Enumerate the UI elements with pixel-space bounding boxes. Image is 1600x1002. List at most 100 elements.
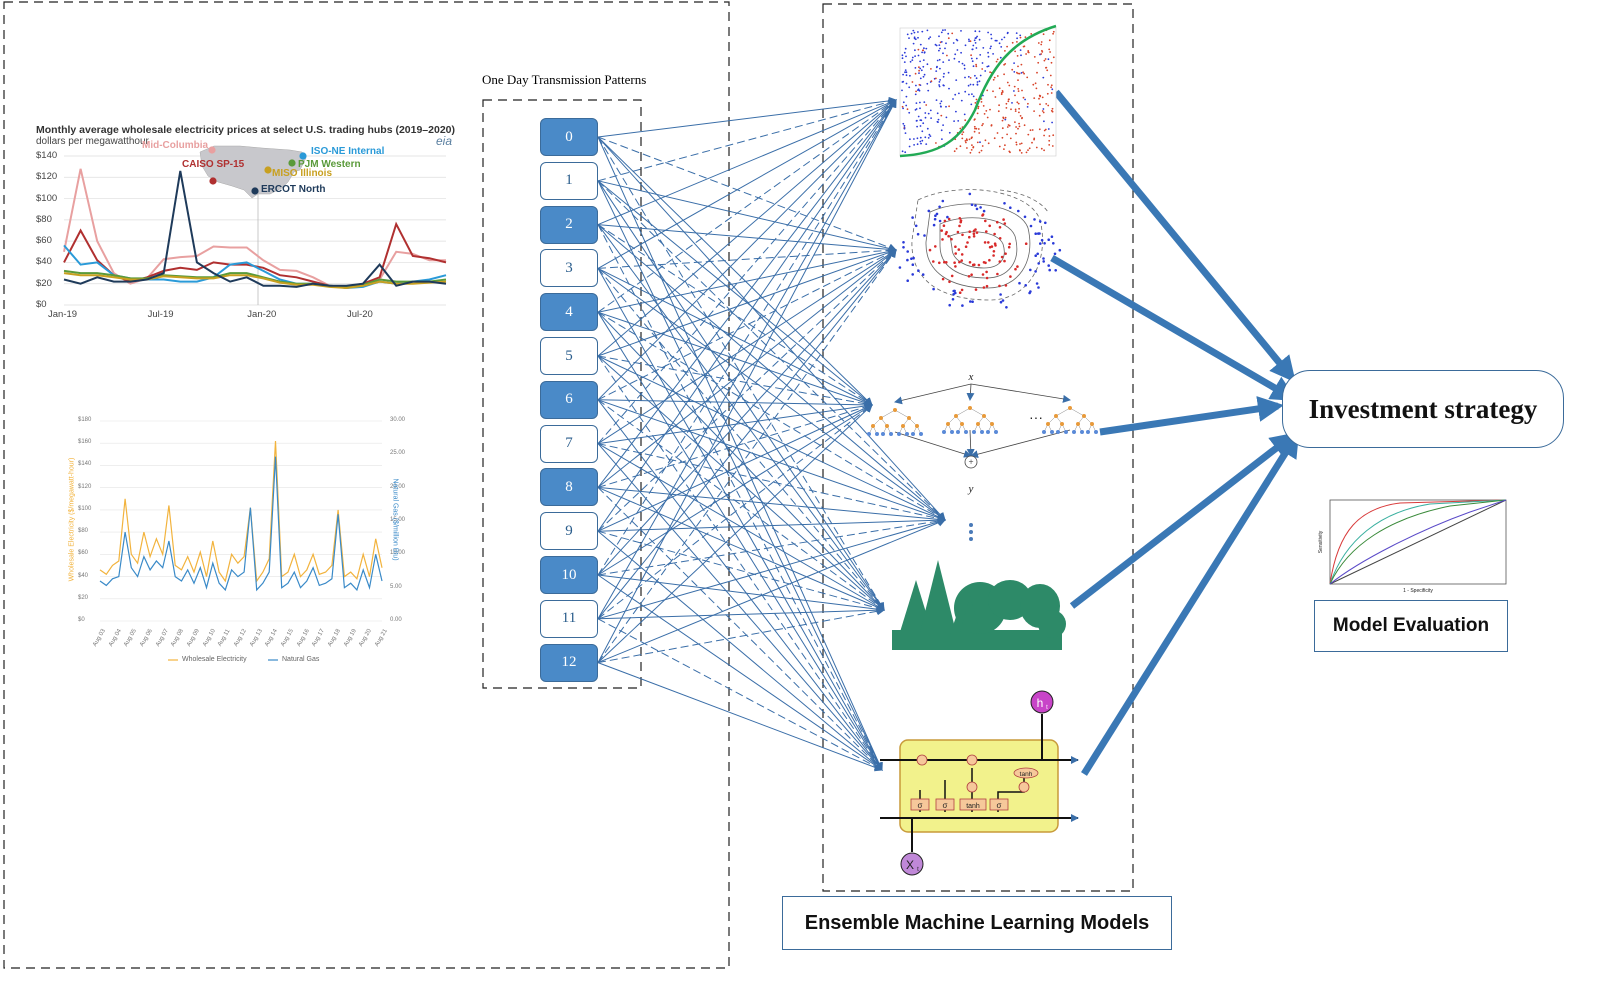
svm-point-red (941, 238, 944, 241)
scatter-point (959, 145, 962, 148)
scatter-point (1046, 92, 1049, 95)
tree-edge (1069, 407, 1085, 417)
svm-point-blue (902, 241, 905, 244)
scatter-point (917, 89, 919, 91)
tree-node (1080, 430, 1084, 434)
chart1-x-tick: Jan-20 (247, 309, 277, 320)
scatter-point (901, 57, 904, 60)
classifier-scatter-icon (899, 24, 1057, 158)
scatter-point (1009, 151, 1011, 154)
svm-point-red (996, 272, 999, 276)
scatter-point (944, 47, 946, 50)
link-line (597, 518, 946, 620)
link-line (597, 249, 897, 663)
roc-y-label: Sensitivity (1318, 530, 1324, 553)
scatter-point (914, 49, 916, 52)
svm-point-blue (1036, 252, 1039, 256)
link-line (597, 355, 885, 611)
scatter-point (919, 119, 922, 121)
scatter-point (1047, 104, 1050, 107)
link-line (597, 180, 873, 406)
scatter-point (998, 87, 1001, 90)
gate-sigma-3: σ (997, 801, 1002, 810)
scatter-point (974, 37, 977, 40)
pattern-node-0: 0 (540, 118, 598, 156)
svm-point-blue (1042, 257, 1045, 260)
scatter-point (1022, 96, 1025, 99)
scatter-point (938, 35, 940, 38)
scatter-point (967, 75, 970, 78)
link-line (597, 99, 897, 532)
hub-label: ISO-NE Internal (311, 146, 385, 157)
svm-point-red (990, 245, 994, 248)
pattern-node-7: 7 (540, 424, 598, 463)
tree-node (1064, 430, 1068, 434)
lstm-output-sub: t (1046, 705, 1048, 711)
link-line (597, 99, 897, 401)
scatter-point (1023, 124, 1026, 127)
scatter-point (919, 125, 922, 127)
scatter-point (1039, 103, 1041, 106)
svm-point-blue (951, 298, 955, 301)
scatter-point (1017, 65, 1019, 68)
svm-point-blue (1023, 215, 1027, 219)
svm-point-red (967, 275, 971, 278)
svm-point-red (954, 245, 957, 248)
scatter-point (1027, 102, 1029, 105)
scatter-point (1033, 97, 1036, 99)
chart2-y2-label: Natural Gas ($/million Btu) (391, 478, 399, 561)
scatter-point (1051, 145, 1054, 147)
svm-point-red (975, 231, 979, 234)
scatter-point (1050, 92, 1053, 94)
chart1-subtitle: dollars per megawatthour (36, 136, 149, 147)
svm-point-red (959, 220, 962, 224)
strategy-arrow (1053, 89, 1296, 383)
tree-output-edge (970, 429, 1071, 459)
scatter-point (1010, 108, 1012, 111)
scatter-point (1005, 107, 1008, 109)
scatter-point (989, 47, 992, 50)
link-line (597, 99, 897, 357)
pattern-node-11: 11 (540, 599, 598, 638)
tree-node (982, 414, 986, 418)
link-line (597, 517, 946, 576)
chart2-y2-tick: 15.00 (390, 517, 406, 523)
scatter-point (1048, 144, 1051, 146)
svm-point-red (985, 284, 989, 288)
svm-point-red (961, 233, 964, 237)
svm-point-blue (1044, 221, 1047, 225)
scatter-point (955, 79, 958, 81)
scatter-point (921, 139, 924, 142)
scatter-point (920, 142, 922, 145)
svm-point-blue (1048, 268, 1051, 272)
scatter-point (958, 92, 960, 95)
scatter-point (919, 140, 922, 143)
scatter-point (961, 62, 964, 65)
scatter-point (1007, 100, 1010, 103)
scatter-point (985, 110, 988, 112)
scatter-point (917, 31, 919, 33)
chart1-x-tick: Jul-19 (147, 309, 174, 320)
scatter-point (927, 89, 930, 92)
scatter-point (914, 72, 917, 75)
scatter-point (1008, 124, 1011, 127)
scatter-point (986, 116, 989, 119)
scatter-point (972, 95, 975, 98)
link-line (597, 399, 883, 771)
scatter-point (990, 45, 992, 48)
svm-point-blue (1018, 281, 1021, 285)
tree-output-edge (966, 429, 975, 457)
svm-point-red (1000, 255, 1004, 259)
scatter-point (902, 122, 905, 125)
svm-point-blue (906, 258, 909, 262)
svm-point-red (988, 258, 991, 262)
svm-point-blue (941, 199, 945, 203)
link-line (597, 99, 897, 313)
scatter-point (923, 101, 926, 103)
scatter-point (970, 103, 973, 106)
tree-node (946, 422, 950, 426)
strategy-arrow (1069, 432, 1297, 609)
scatter-point (994, 96, 997, 98)
scatter-point (913, 138, 915, 140)
scatter-point (963, 67, 966, 70)
